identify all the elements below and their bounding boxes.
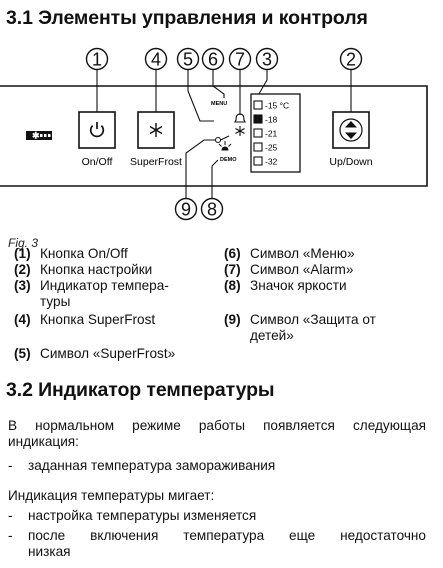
leader-lines <box>96 69 352 199</box>
legend-item: (2)Кнопка настройки <box>14 262 153 277</box>
on-off-button[interactable] <box>78 111 116 149</box>
temp-indicator-minus15 <box>253 100 263 110</box>
control-panel-figure: ✱ 1 4 5 6 7 3 2 9 8 <box>0 47 428 221</box>
panel-indicator-icon: ✱ <box>26 131 52 141</box>
paragraph-1-line-2: индикация: <box>8 434 79 449</box>
superfrost-label: SuperFrost <box>130 156 182 168</box>
legend-item: (4)Кнопка SuperFrost <box>14 312 156 327</box>
up-down-button[interactable] <box>332 111 370 149</box>
temp-label-minus25: -25 <box>265 143 278 153</box>
superfrost-status-icon <box>235 126 245 136</box>
legend-item: (3)Индикатор темпера- <box>14 278 169 293</box>
up-down-label: Up/Down <box>329 156 372 168</box>
temperature-indicator-list: -15 °C -18 -21 -25 -32 <box>253 100 289 167</box>
temp-label-minus18: -18 <box>265 115 278 125</box>
temp-indicator-minus32 <box>253 156 263 166</box>
temp-indicator-minus25 <box>253 142 263 152</box>
list-item: -настройка температуры изменяется <box>8 508 257 523</box>
superfrost-button[interactable] <box>137 111 175 149</box>
brightness-icon <box>218 141 232 151</box>
legend-item: (9)Символ «Защита от <box>224 312 376 327</box>
legend-item-continuation: детей» <box>250 328 294 343</box>
legend-item: (7)Символ «Alarm» <box>224 262 354 277</box>
callout-9-label: 9 <box>181 200 191 220</box>
callout-4-label: 4 <box>151 50 161 70</box>
paragraph-1-line-1: В нормальном режиме работы появляется сл… <box>8 418 426 433</box>
demo-symbol-label: DEMO <box>220 157 237 163</box>
temp-indicator-minus21 <box>253 128 263 138</box>
up-down-arrows-icon <box>339 118 363 142</box>
callout-2-label: 2 <box>346 50 356 70</box>
temp-indicator-minus18 <box>253 114 263 124</box>
list-item: - после включения температура еще недост… <box>8 528 426 559</box>
figure-caption: Fig. 3 <box>8 236 39 250</box>
callout-3-label: 3 <box>262 50 272 70</box>
callout-7-label: 7 <box>235 50 245 70</box>
legend-item: (5)Символ «SuperFrost» <box>14 346 176 361</box>
section-title-3-1: 3.1 Элементы управления и контроля <box>6 7 368 29</box>
section-title-3-2: 3.2 Индикатор температуры <box>6 379 275 401</box>
svg-text:✱: ✱ <box>32 131 40 141</box>
legend-item: (6)Символ «Меню» <box>224 246 355 261</box>
callout-8-label: 8 <box>207 200 217 220</box>
callout-6-label: 6 <box>208 50 218 70</box>
legend-item: (8)Значок яркости <box>224 278 347 293</box>
on-off-label: On/Off <box>82 156 113 168</box>
legend-item-continuation: туры <box>40 294 71 309</box>
legend-item: (1)Кнопка On/Off <box>14 246 128 261</box>
temp-label-minus32: -32 <box>265 157 278 167</box>
key-icon <box>214 135 230 144</box>
legend-left: (1)Кнопка On/Off (2)Кнопка настройки (3)… <box>14 246 214 376</box>
menu-symbol-label: MENU <box>211 101 227 107</box>
callout-5-label: 5 <box>183 50 193 70</box>
temp-label-minus21: -21 <box>265 129 278 139</box>
bell-icon <box>234 113 246 123</box>
snowflake-icon <box>149 123 163 137</box>
temp-label-minus15: -15 °C <box>265 101 289 111</box>
legend-right: (6)Символ «Меню» (7)Символ «Alarm» (8)Зн… <box>224 246 439 356</box>
power-icon <box>89 122 105 138</box>
callout-1-label: 1 <box>92 50 102 70</box>
paragraph-2: Индикация температуры мигает: <box>8 488 215 503</box>
list-item: -заданная температура замораживания <box>8 458 276 473</box>
